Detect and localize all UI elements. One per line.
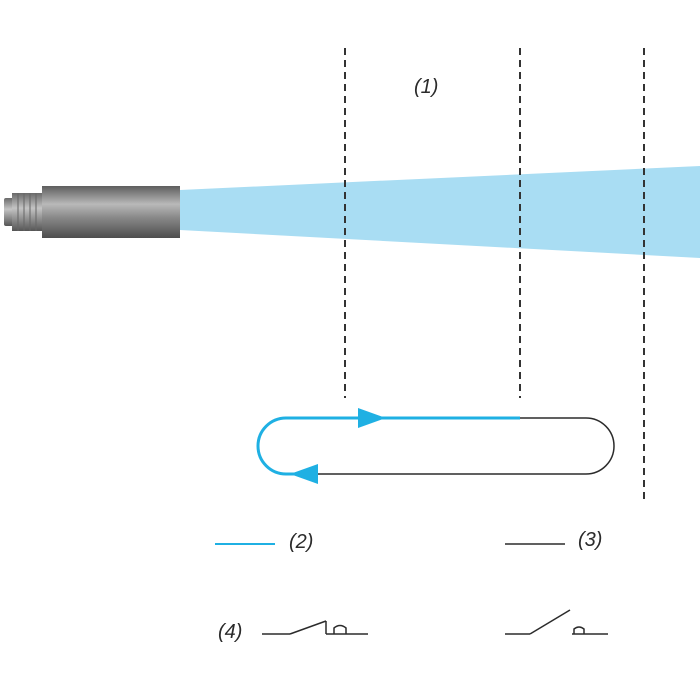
zone-label: (1) [414,76,439,98]
normally-closed-contact-icon [262,620,368,635]
arrow-left-icon [290,464,318,484]
normally-open-contact-icon [505,609,608,635]
arrow-right-icon [358,408,386,428]
contacts-label: (4) [218,621,243,643]
light-beam [180,166,700,258]
legend-inactive-label: (3) [578,529,603,551]
loop-active-path [256,416,520,476]
cylindrical-sensor-icon [4,186,180,238]
legend-active-label: (2) [289,531,314,553]
loop-inactive-path [300,417,615,475]
